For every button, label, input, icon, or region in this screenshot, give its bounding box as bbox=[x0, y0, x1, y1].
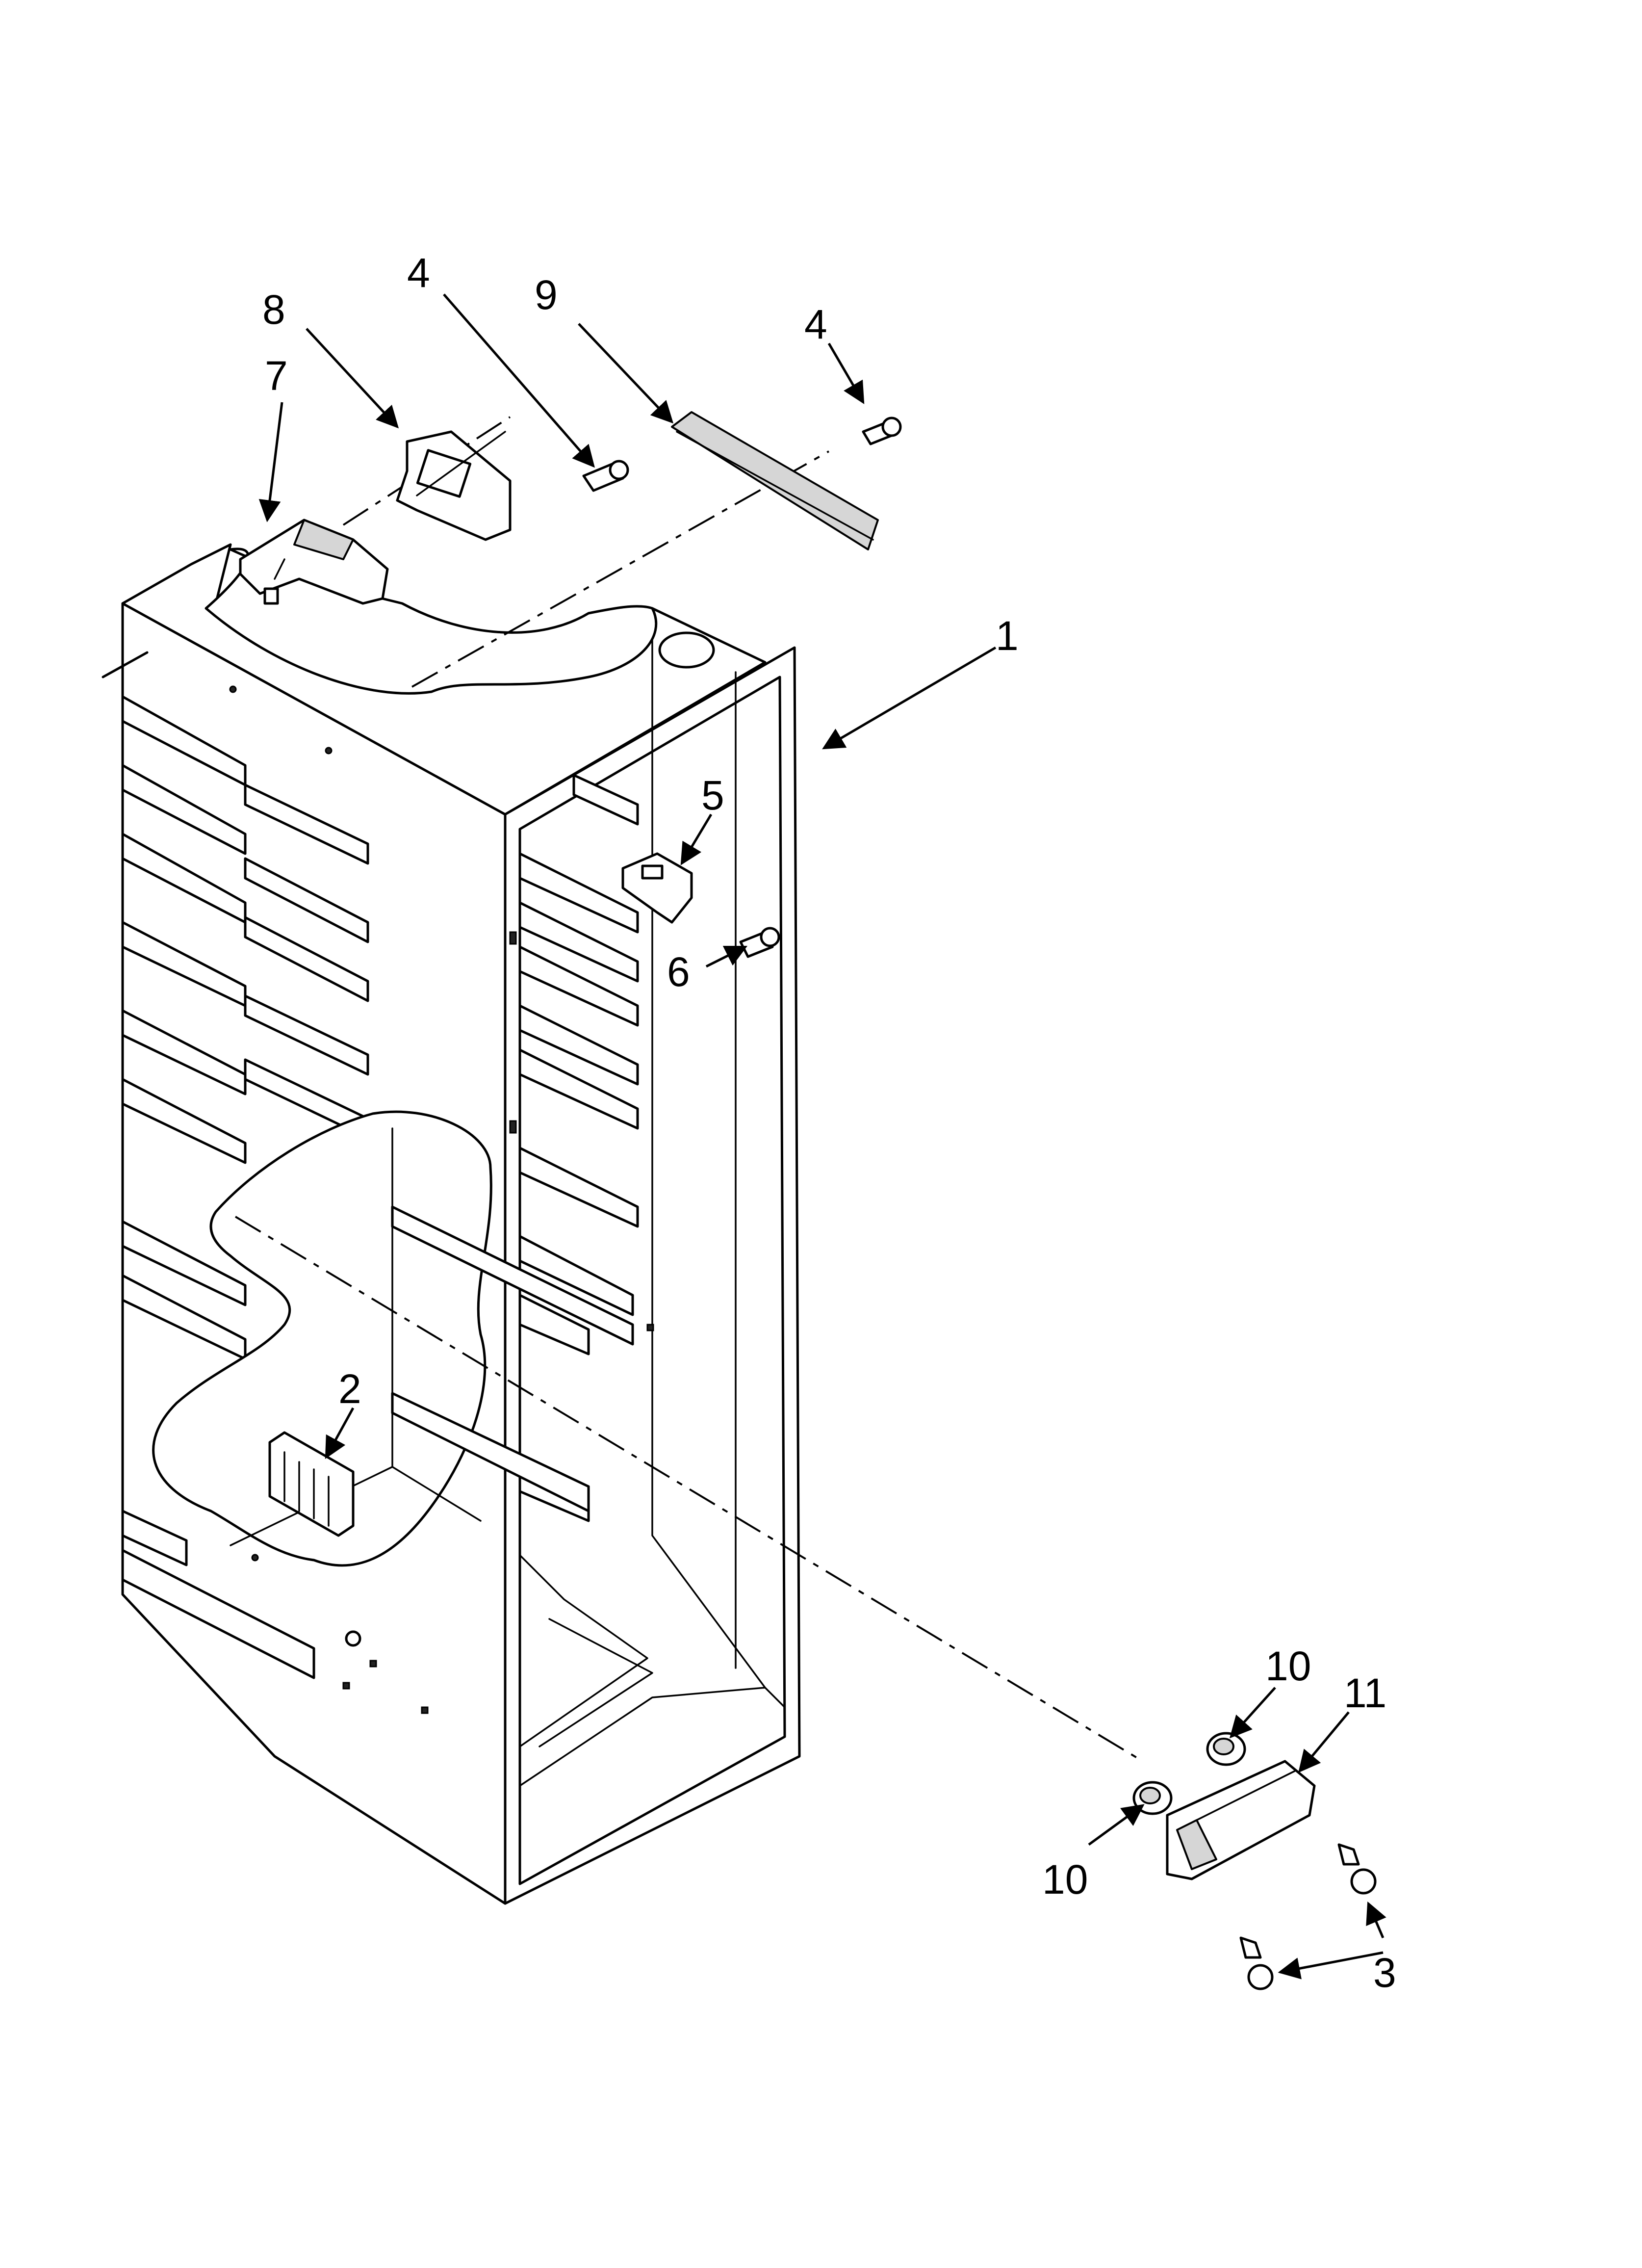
left-wall-shelf-rails bbox=[121, 695, 369, 1679]
refrigerator-liner bbox=[102, 543, 801, 1905]
callout-8: 8 bbox=[262, 287, 285, 333]
callout-10-top: 10 bbox=[1265, 1643, 1311, 1689]
screw-part-4b bbox=[862, 417, 902, 445]
callout-7: 7 bbox=[265, 353, 288, 399]
light-housing-part-11 bbox=[1166, 1760, 1316, 1880]
callout-5: 5 bbox=[701, 772, 724, 818]
fastener-part-3b bbox=[1239, 1936, 1274, 1990]
fastener-part-3a bbox=[1337, 1843, 1377, 1895]
callout-10-bottom: 10 bbox=[1042, 1856, 1088, 1903]
track-part bbox=[671, 411, 879, 550]
right-wall-shelf-rails bbox=[518, 774, 639, 1522]
callout-labels: 1 2 3 4 4 5 6 7 8 9 10 10 11 bbox=[262, 250, 1396, 1996]
socket-part-10a bbox=[1206, 1732, 1246, 1766]
control-housing-part bbox=[239, 519, 389, 605]
screw-part-4a bbox=[582, 460, 629, 492]
alignment-line-bottom bbox=[234, 1216, 1144, 1762]
vent-grille-part-2 bbox=[268, 1431, 355, 1537]
bracket-part bbox=[396, 430, 512, 541]
leader-lines bbox=[258, 293, 1386, 1980]
callout-4-right: 4 bbox=[804, 301, 827, 347]
callout-11: 11 bbox=[1344, 1670, 1386, 1716]
callout-2: 2 bbox=[338, 1366, 361, 1412]
callout-3: 3 bbox=[1373, 1950, 1396, 1996]
callout-1: 1 bbox=[996, 613, 1019, 659]
alignment-line-top bbox=[411, 450, 829, 688]
callout-4-left: 4 bbox=[407, 250, 430, 296]
callout-6: 6 bbox=[667, 949, 690, 995]
callout-9: 9 bbox=[535, 272, 558, 318]
clip-part-5 bbox=[621, 852, 693, 924]
alignment-line-bracket bbox=[342, 416, 511, 526]
